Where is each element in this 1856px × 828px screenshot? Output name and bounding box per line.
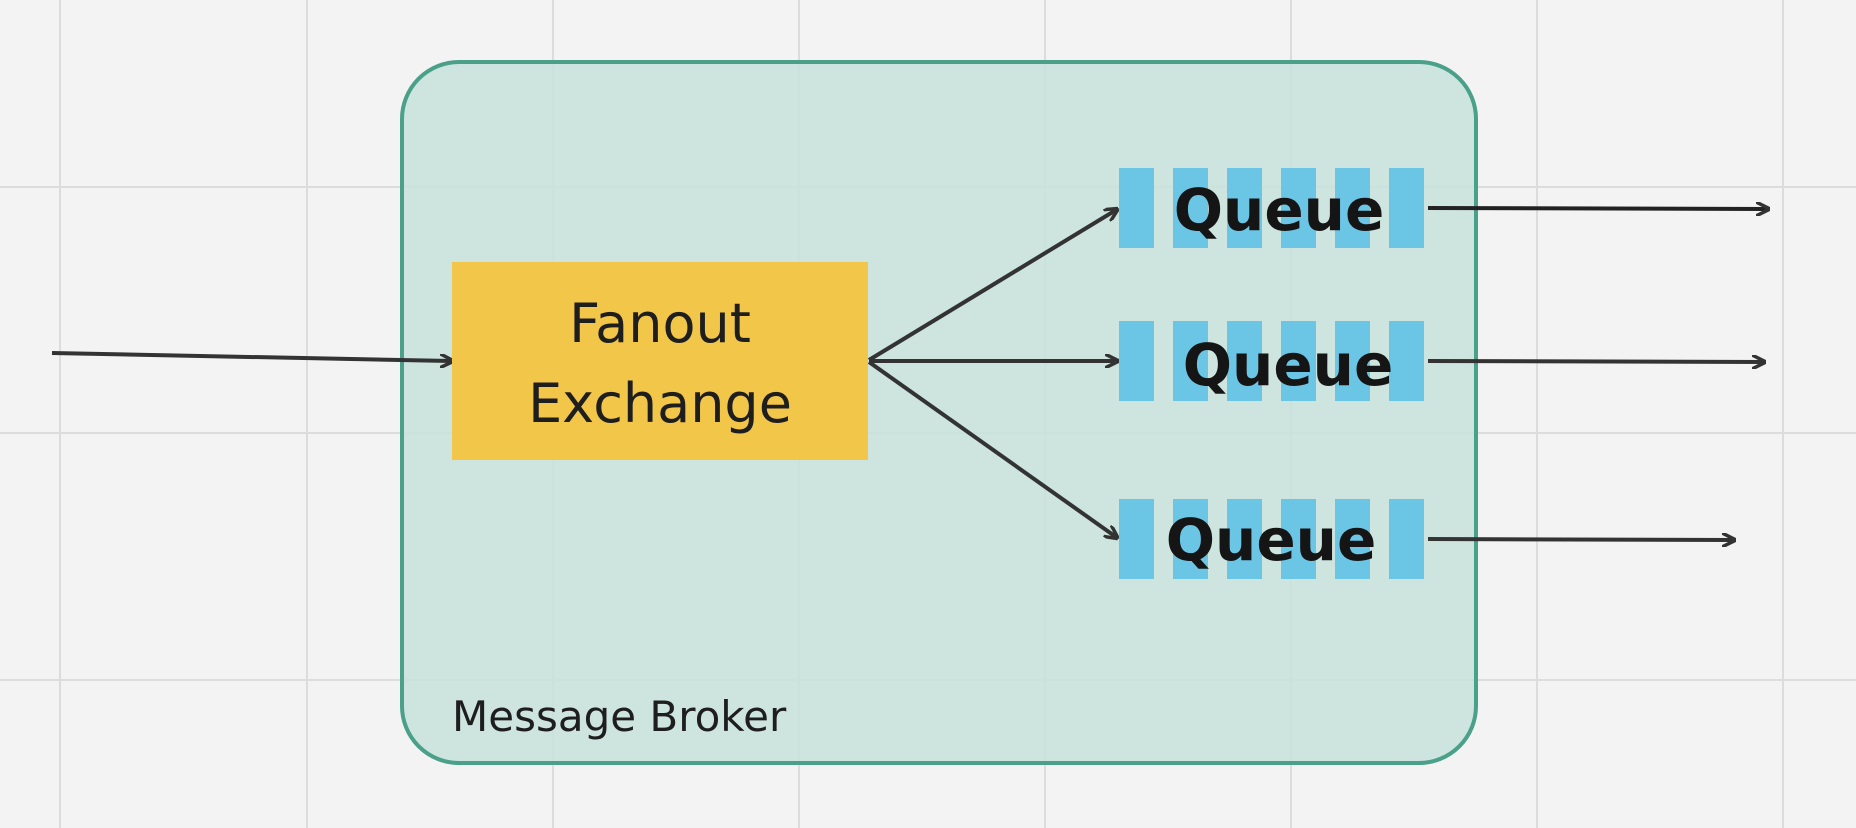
fanout-exchange[interactable]: Fanout Exchange (452, 262, 868, 460)
outgoing-arrow-queue-2[interactable] (1427, 361, 1763, 362)
queue-label: Queue (1166, 506, 1377, 574)
queue-bars (1119, 499, 1424, 579)
route-arrow-queue-3[interactable] (867, 360, 1116, 537)
outgoing-arrow-queue-1[interactable] (1427, 208, 1767, 209)
outgoing-arrows (1427, 208, 1767, 540)
queue-3[interactable]: Queue (1119, 499, 1424, 579)
broker-label: Message Broker (452, 692, 787, 741)
route-arrow-queue-1[interactable] (867, 210, 1116, 362)
queue-label: Queue (1174, 176, 1385, 244)
queue-1[interactable]: Queue (1119, 168, 1424, 248)
queue-2[interactable]: Queue (1119, 321, 1424, 401)
queue-bars (1119, 168, 1424, 248)
queue-label: Queue (1183, 331, 1394, 399)
exchange-label-line1: Fanout (569, 292, 751, 355)
queue-bars (1119, 321, 1424, 401)
fanout-arrows (867, 210, 1116, 537)
exchange-box (452, 262, 868, 460)
outgoing-arrow-queue-3[interactable] (1427, 539, 1733, 540)
exchange-label-line2: Exchange (528, 372, 792, 435)
incoming-arrow[interactable] (51, 351, 451, 361)
